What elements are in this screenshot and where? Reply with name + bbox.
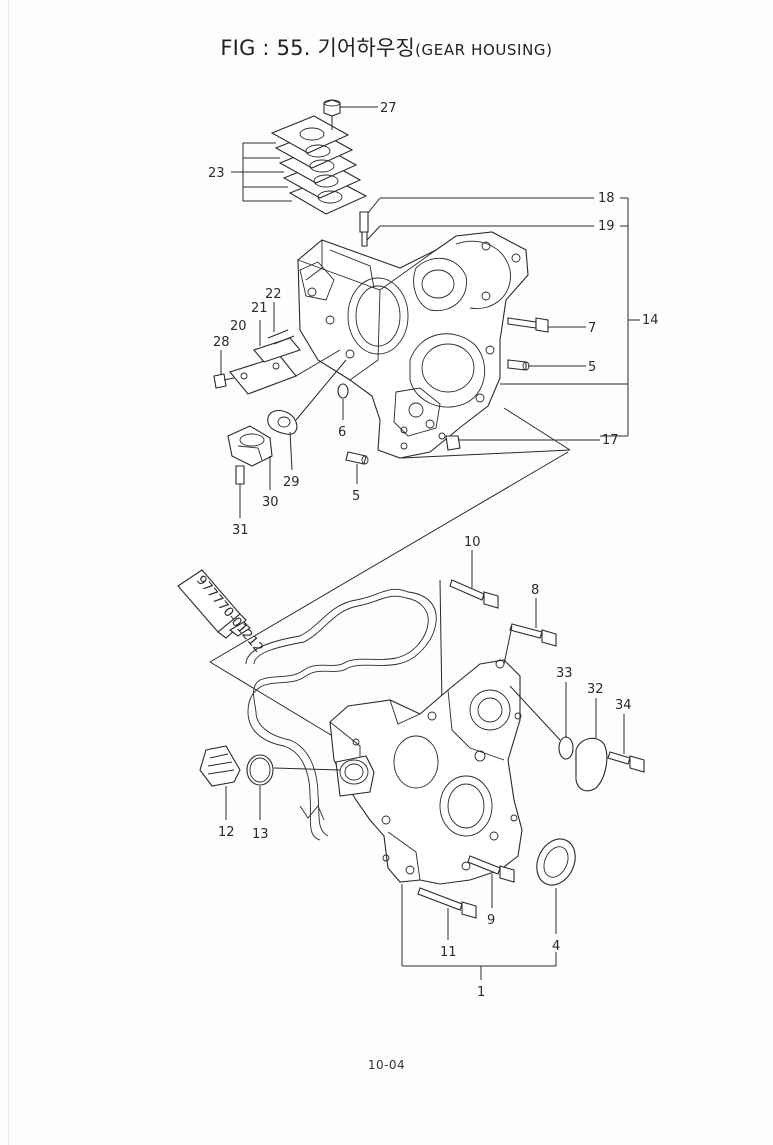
part-33-o-ring xyxy=(509,682,574,760)
sealant-tube: 977770-01212 xyxy=(177,569,266,656)
label-29: 29 xyxy=(283,475,300,490)
label-1: 1 xyxy=(477,985,485,1000)
label-33: 33 xyxy=(556,666,573,681)
label-17: 17 xyxy=(602,433,619,448)
part-8-bolt xyxy=(503,598,557,665)
label-19: 19 xyxy=(598,219,615,234)
part-1-front-cover xyxy=(273,659,523,885)
part-10-bolt xyxy=(449,550,499,609)
part-28-bolt xyxy=(213,350,235,389)
label-20: 20 xyxy=(230,319,247,334)
page-edge-line xyxy=(8,0,9,1145)
label-30: 30 xyxy=(262,495,279,510)
label-4: 4 xyxy=(552,939,560,954)
part-32-cover-plate xyxy=(575,698,608,792)
part-29-flange xyxy=(267,409,298,471)
figure-title-main: FIG : 55. 기어하우징 xyxy=(220,36,416,60)
label-5-upper: 5 xyxy=(588,360,596,375)
part-12-filler-cap xyxy=(199,745,241,820)
part-17-plug xyxy=(445,435,600,451)
part-5-dowel-upper xyxy=(507,359,586,371)
figure-title-sub: (GEAR HOUSING) xyxy=(415,41,553,59)
liquid-gasket-outline xyxy=(245,588,437,841)
part-18-19-pins xyxy=(359,197,594,247)
label-27: 27 xyxy=(380,101,397,116)
part-4-oil-seal xyxy=(536,838,576,934)
label-5-lower: 5 xyxy=(352,489,360,504)
label-12: 12 xyxy=(218,825,235,840)
label-34: 34 xyxy=(615,698,632,713)
part-6-o-ring xyxy=(337,383,349,420)
assembly-guide-lines xyxy=(295,349,571,459)
part-number-labels: 27 23 18 19 14 7 5 17 22 21 20 28 6 5 29… xyxy=(208,101,659,1000)
label-28: 28 xyxy=(213,335,230,350)
part-31-screw xyxy=(235,465,245,518)
part-23-gasket-stack xyxy=(231,115,368,215)
part-34-bolt xyxy=(607,714,645,773)
part-30-sensor xyxy=(227,425,273,490)
label-14: 14 xyxy=(642,313,659,328)
label-6: 6 xyxy=(338,425,346,440)
lower-assembly-guide-lines xyxy=(209,451,569,739)
part-13-o-ring xyxy=(246,754,274,820)
label-23: 23 xyxy=(208,166,225,181)
part-14-bracket xyxy=(500,197,640,437)
part-27-cap xyxy=(323,99,378,117)
page-number: 10-04 xyxy=(367,1058,406,1072)
label-9: 9 xyxy=(487,913,495,928)
part-22-studs xyxy=(259,302,295,346)
part-11-bolt xyxy=(417,887,477,940)
label-13: 13 xyxy=(252,827,269,842)
label-7: 7 xyxy=(588,321,596,336)
label-18: 18 xyxy=(598,191,615,206)
figure-title: FIG : 55. 기어하우징(GEAR HOUSING) xyxy=(0,32,773,62)
label-11: 11 xyxy=(440,945,457,960)
part-9-bolt xyxy=(467,855,515,908)
part-7-bolt xyxy=(507,317,586,333)
label-10: 10 xyxy=(464,535,481,550)
label-32: 32 xyxy=(587,682,604,697)
label-31: 31 xyxy=(232,523,249,538)
label-21: 21 xyxy=(251,301,268,316)
part-20-cover-plate xyxy=(229,355,297,395)
part-5-dowel-lower xyxy=(345,451,369,484)
label-22: 22 xyxy=(265,287,282,302)
part-1-bracket xyxy=(401,884,557,980)
part-14-gear-housing xyxy=(297,231,529,459)
label-8: 8 xyxy=(531,583,539,598)
